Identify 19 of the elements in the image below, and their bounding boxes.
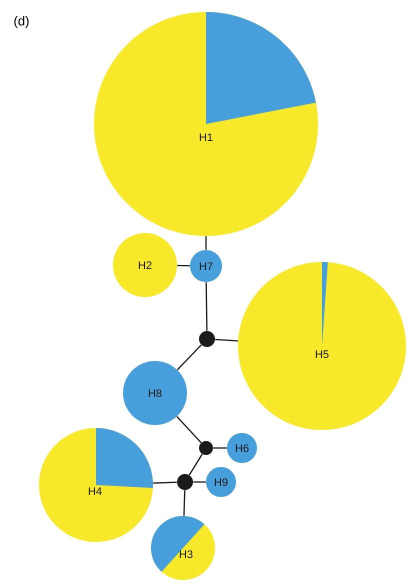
- connector-line: [176, 344, 202, 370]
- connector-line: [206, 282, 208, 331]
- connector-line: [177, 264, 190, 266]
- connector-line: [193, 481, 206, 483]
- pie-chart: H1: [94, 12, 318, 236]
- connector-line: [213, 447, 227, 449]
- connector-line: [205, 236, 207, 250]
- connector-line: [153, 482, 177, 484]
- connector-line: [176, 416, 202, 444]
- connector-line: [188, 454, 203, 476]
- connector-line: [215, 338, 238, 342]
- junction-dot: [199, 331, 215, 347]
- junction-dot: [177, 474, 193, 490]
- pie-chart: H5: [238, 262, 406, 430]
- junction-dot: [199, 441, 213, 455]
- connector-line: [183, 490, 186, 516]
- pie-chart: H4: [39, 428, 153, 542]
- panel-label: (d): [14, 16, 29, 28]
- pie-chart: H3: [151, 516, 215, 580]
